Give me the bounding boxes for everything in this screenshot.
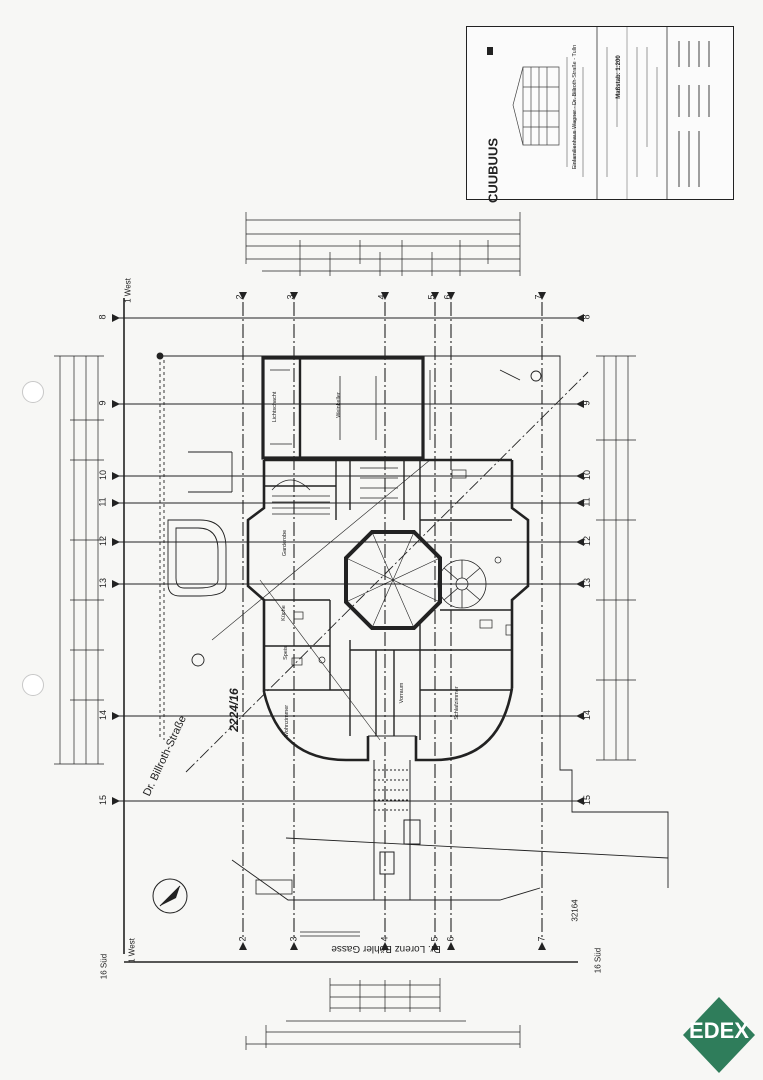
axis-8-right: 8 xyxy=(581,314,592,320)
north-arrow-icon xyxy=(152,878,188,914)
axis-7-bottom: 7 xyxy=(536,936,547,942)
parcel-number: 2224/16 xyxy=(227,688,241,732)
room-lichtschacht: Lichtschacht xyxy=(272,391,278,423)
dimension-chains-top xyxy=(245,212,521,276)
dimension-chains-left xyxy=(54,355,104,765)
dimension-right: 32164 xyxy=(570,899,580,922)
axis-8-left: 8 xyxy=(97,314,108,320)
axis-10-right: 10 xyxy=(582,469,593,481)
punch-hole-top xyxy=(22,381,44,403)
room-kueche: Küche xyxy=(281,605,287,621)
axis-label-west-top: 1 West xyxy=(123,278,133,303)
axis-4-bottom: 4 xyxy=(379,936,390,942)
axis-3-bottom: 3 xyxy=(288,936,299,942)
entrance-path xyxy=(373,760,421,900)
octagon-hall xyxy=(344,530,442,630)
axis-14-left: 14 xyxy=(98,709,109,721)
axis-15-left: 15 xyxy=(98,794,109,806)
edex-logo-icon xyxy=(683,997,755,1073)
axis-9-left: 9 xyxy=(97,400,108,406)
title-block-lines xyxy=(487,27,710,199)
axis-11-left: 11 xyxy=(97,497,108,507)
axis-13-right: 13 xyxy=(582,577,593,589)
axis-11-right: 11 xyxy=(581,497,592,507)
grid-axes-horizontal xyxy=(112,317,578,963)
axis-3-top: 3 xyxy=(285,294,296,300)
axis-5-top: 5 xyxy=(426,294,437,300)
axis-2-top: 2 xyxy=(234,294,245,300)
room-vorraum: Vorraum xyxy=(399,682,405,704)
room-garderobe: Garderobe xyxy=(282,529,288,557)
axis-6-top: 6 xyxy=(442,294,453,300)
room-wohnzimmer: Wohnzimmer xyxy=(284,704,290,738)
axis-14-right: 14 xyxy=(582,709,593,721)
axis-13-left: 13 xyxy=(98,577,109,589)
title-block: CUUBUUS Einfamilienhaus Wagner - Dr. Bil… xyxy=(466,26,734,203)
axis-4-top: 4 xyxy=(376,294,387,300)
punch-hole-bottom xyxy=(22,674,44,696)
room-schlafzimmer: Schlafzimmer xyxy=(454,686,460,720)
section-lines xyxy=(185,371,589,773)
room-speis: Speis xyxy=(283,646,289,660)
cellar-walls xyxy=(261,356,425,460)
axis-label-south-right: 16 Süd xyxy=(593,947,603,974)
grid-axes-vertical xyxy=(123,298,543,954)
axis-2-bottom: 2 xyxy=(237,936,248,942)
room-weinkeller: Weinkeller xyxy=(336,392,342,418)
interior-walls xyxy=(264,460,512,740)
dimension-chains-right xyxy=(596,355,636,761)
street-boehler: Dr. Lorenz Böhler Gasse xyxy=(331,943,441,954)
axis-6-bottom: 6 xyxy=(445,936,456,942)
axis-12-left: 12 xyxy=(98,535,109,547)
edex-logo-text: EDEX xyxy=(689,1018,749,1043)
staircase xyxy=(271,467,398,515)
axis-10-left: 10 xyxy=(98,469,109,481)
axis-5-bottom: 5 xyxy=(429,936,440,942)
spiral-stair xyxy=(437,559,487,609)
garden-outline xyxy=(167,451,233,597)
axis-label-south-left: 16 Süd xyxy=(99,953,109,980)
axis-label-west-bottom: 1 West xyxy=(127,938,137,963)
axis-9-right: 9 xyxy=(581,400,592,406)
dimension-chains-bottom xyxy=(245,978,521,1050)
axis-7-top: 7 xyxy=(533,294,544,300)
axis-12-right: 12 xyxy=(582,535,593,547)
building-walls xyxy=(246,458,530,762)
axis-15-right: 15 xyxy=(582,794,593,806)
